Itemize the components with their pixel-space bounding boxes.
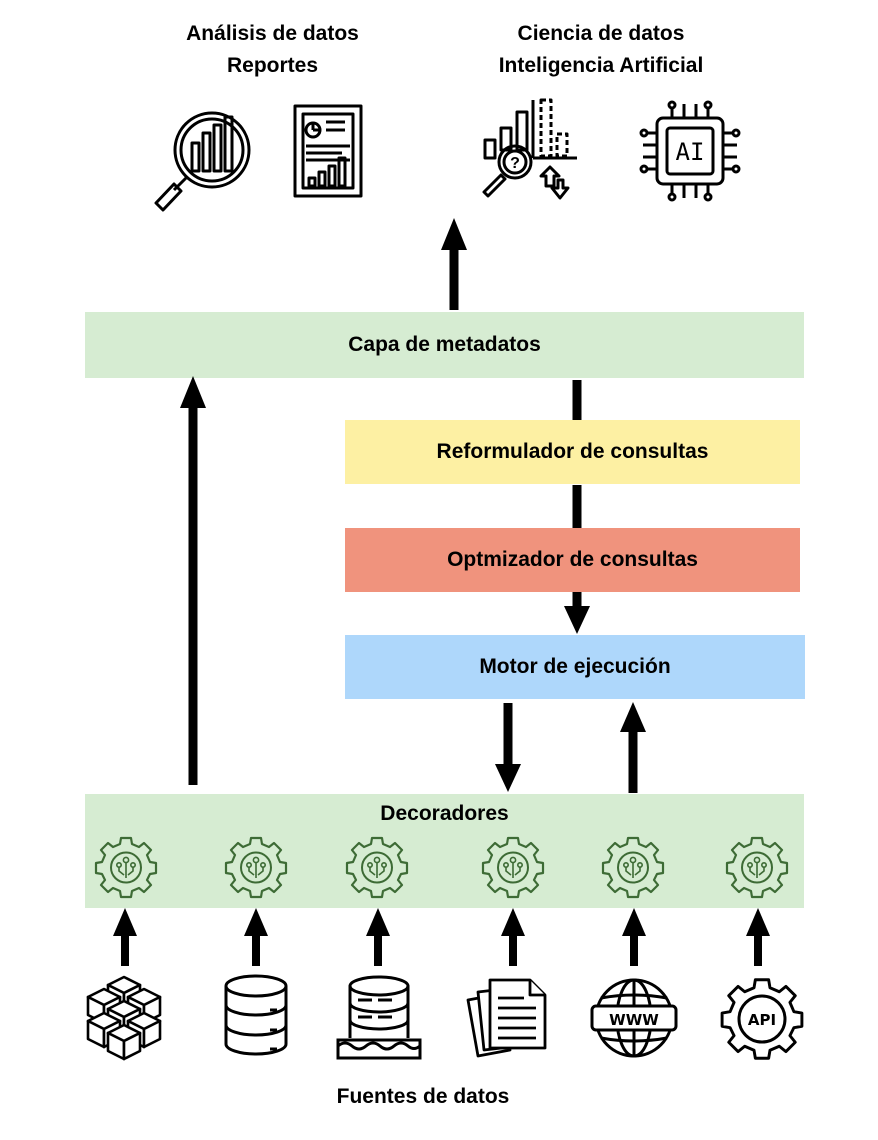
header-analysis-line2: Reportes <box>226 54 319 77</box>
data-sources-label: Fuentes de datos <box>336 1085 510 1108</box>
report-document-icon <box>293 104 363 198</box>
svg-text:?: ? <box>510 155 520 172</box>
source-arrow <box>501 908 525 966</box>
source-arrow <box>366 908 390 966</box>
execution-engine-label: Motor de ejecución <box>479 655 671 678</box>
source-arrow <box>244 908 268 966</box>
data-science-chart-icon: ? <box>482 98 577 200</box>
ai-chip-text: AI <box>676 138 705 166</box>
database-icon <box>224 974 288 1056</box>
decorator-gear-icon <box>94 836 158 899</box>
www-label: WWW <box>609 1011 659 1029</box>
query-optimizer-label: Optmizador de consultas <box>447 548 698 571</box>
decorator-gears <box>94 836 789 899</box>
header-science-line2: Inteligencia Artificial <box>498 54 704 77</box>
metadata-layer: Capa de metadatos <box>85 312 804 378</box>
arrow-decorators-to-engine <box>620 702 646 793</box>
www-globe-icon: WWW <box>590 978 678 1058</box>
decorator-gear-icon <box>725 836 789 899</box>
source-arrow <box>622 908 646 966</box>
query-optimizer: Optmizador de consultas <box>345 528 800 592</box>
execution-engine: Motor de ejecución <box>345 635 805 699</box>
header-analysis: Análisis de datos Reportes <box>150 18 395 82</box>
decorators-label: Decoradores <box>380 802 509 825</box>
decorator-gear-icon <box>345 836 409 899</box>
api-label: API <box>748 1011 776 1029</box>
decorator-gear-icon <box>224 836 288 899</box>
arrow-decorators-to-metadata <box>180 376 206 785</box>
metadata-layer-label: Capa de metadatos <box>348 333 541 356</box>
arrow-engine-to-decorators <box>495 703 521 792</box>
source-arrow <box>113 908 137 966</box>
data-lake-icon <box>336 975 422 1060</box>
query-reformulator: Reformulador de consultas <box>345 420 800 484</box>
header-science: Ciencia de datos Inteligencia Artificial <box>470 18 732 82</box>
query-reformulator-label: Reformulador de consultas <box>436 440 709 463</box>
header-science-line1: Ciencia de datos <box>517 22 685 45</box>
decorators-layer: Decoradores <box>85 794 804 908</box>
decorator-gear-icon <box>481 836 545 899</box>
cubes-icon <box>86 975 162 1061</box>
api-gear-icon: API <box>720 978 804 1060</box>
source-arrow <box>746 908 770 966</box>
arrow-metadata-to-engine <box>564 380 590 634</box>
documents-icon <box>466 978 547 1058</box>
decorator-gear-icon <box>601 836 665 899</box>
arrow-to-consumers <box>441 218 467 310</box>
source-arrows <box>113 908 770 966</box>
analytics-magnifier-icon <box>154 111 251 212</box>
ai-chip-icon: AI <box>639 100 741 202</box>
header-analysis-line1: Análisis de datos <box>186 22 359 45</box>
